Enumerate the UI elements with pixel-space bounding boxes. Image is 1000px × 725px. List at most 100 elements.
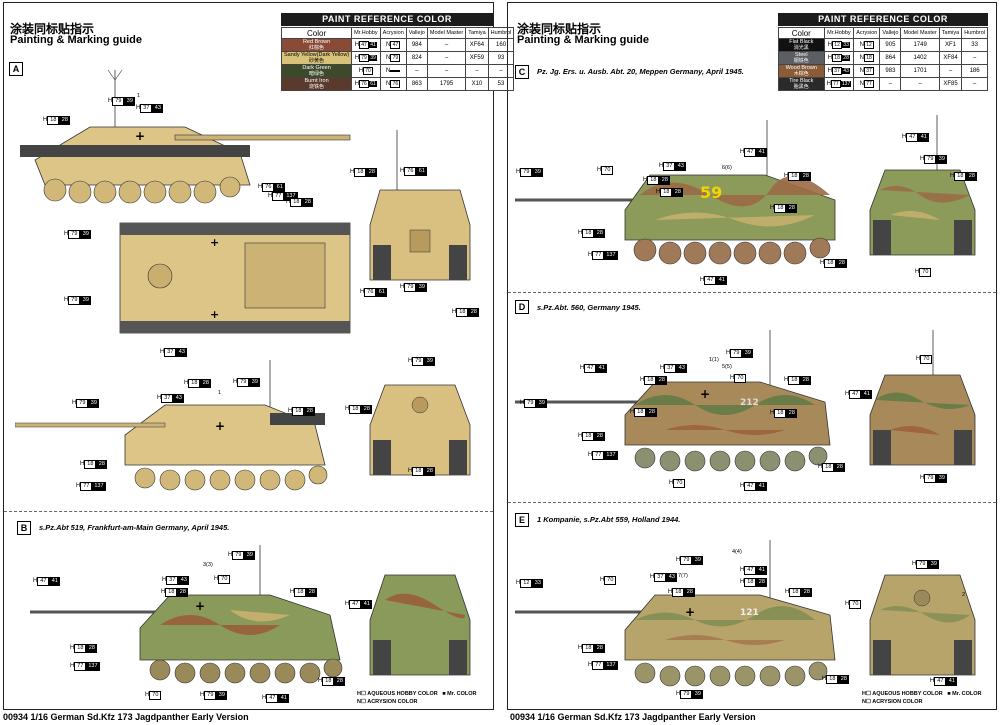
vallejo-code: 824 <box>405 51 428 65</box>
tank-a-front-view <box>369 384 471 476</box>
decal-label-6-6: 6(6) <box>722 165 732 171</box>
left-paint-col-0: Color <box>280 27 353 39</box>
section-letter-b: B <box>17 521 31 535</box>
tank-c-number: 59 <box>700 183 722 202</box>
svg-text:+: + <box>685 605 695 619</box>
decal-label-2: 2 <box>962 592 966 598</box>
left-paint-col-1: Mr.Hobby <box>351 27 381 39</box>
acrysion-code: N <box>379 64 407 78</box>
left-paint-col-4: Model Master <box>426 27 467 39</box>
vallejo-code: – <box>405 64 428 78</box>
vallejo-code: 983 <box>879 64 902 78</box>
mm-code: – <box>900 77 940 91</box>
right-legend: H☐ AQUEOUS HOBBY COLOR ■ Mr. COLOR N☐ AC… <box>862 691 982 705</box>
decal-label-3-3: 3(3) <box>203 562 213 568</box>
right-title-cn: 涂装同标贴指示 <box>517 22 602 36</box>
tank-c-front-view <box>869 115 976 256</box>
decal-label-1: 1 <box>137 93 141 99</box>
vallejo-code: 863 <box>405 77 428 91</box>
tamiya-code: XF85 <box>938 77 963 91</box>
tank-b-side-view: + <box>30 545 343 684</box>
right-paint-col-3: Vallejo <box>879 27 902 39</box>
tank-a-top-view: + + <box>119 222 351 334</box>
left-paint-col-3: Vallejo <box>405 27 428 39</box>
svg-text:+: + <box>700 387 710 401</box>
section-letter-e: E <box>515 513 529 527</box>
right-divider-1 <box>508 292 996 293</box>
tamiya-code: XF1 <box>938 38 963 52</box>
vallejo-code: 905 <box>879 38 902 52</box>
mm-code: 1701 <box>900 64 940 78</box>
humbrol-code: 186 <box>961 64 988 78</box>
right-paint-col-6: Humbrol <box>961 27 988 39</box>
svg-text:+: + <box>135 129 145 143</box>
right-paint-table-header: PAINT REFERENCE COLOR <box>778 13 988 26</box>
tamiya-code: – <box>465 64 489 78</box>
tank-e-side-view: 121 + <box>515 540 836 687</box>
mm-code: – <box>426 51 467 65</box>
right-footer: 00934 1/16 German Sd.Kfz 173 Jagdpanther… <box>510 712 756 722</box>
mm-code: 1795 <box>426 77 467 91</box>
section-c-caption: Pz. Jg. Ers. u. Ausb. Abt. 20, Meppen Ge… <box>537 67 744 76</box>
section-e-caption: 1 Kompanie, s.Pz.Abt 559, Holland 1944. <box>537 515 681 524</box>
right-paint-col-0: Color <box>778 27 825 39</box>
